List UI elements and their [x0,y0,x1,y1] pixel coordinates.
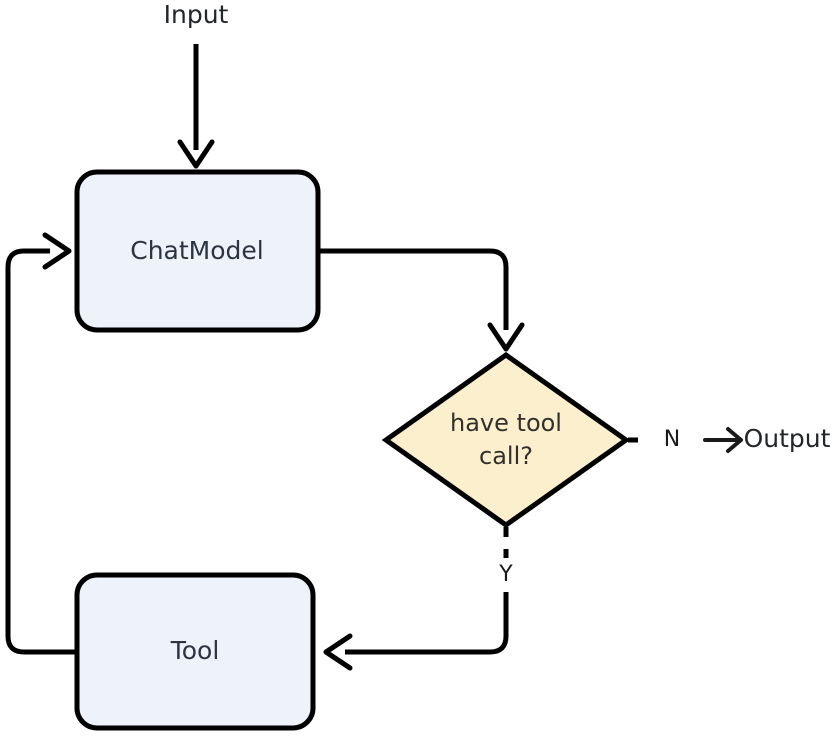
edge-tool-to-chatmodel-loop [5,232,75,655]
edge-input-to-chatmodel [177,44,215,169]
chatmodel-box[interactable] [74,169,321,333]
node-chatmodel[interactable]: ChatModel [74,169,321,333]
edge-decision-no-to-output [628,427,743,453]
node-decision[interactable]: have tool call? [381,351,631,529]
edge-line-chatmodel-decision [320,248,509,330]
arrow-head-yes-to-tool [323,633,353,671]
edge-label-yes: Y [498,562,513,587]
tool-label: Tool [170,636,220,665]
output-label: Output [744,424,831,453]
edge-line-yes-to-tool [345,592,509,655]
edge-line-loop-back [5,248,75,655]
edge-label-no: N [664,427,680,452]
arrow-head-chatmodel-decision [487,322,525,352]
tool-box[interactable] [74,572,316,731]
arrow-head-input-chatmodel [177,139,215,169]
chatmodel-label: ChatModel [130,236,263,265]
input-label: Input [164,0,229,29]
edge-decision-yes-to-tool [323,527,509,671]
node-tool[interactable]: Tool [74,572,316,731]
decision-label-line-1: have tool [450,409,562,437]
arrow-head-loop-back [42,232,72,270]
decision-label-line-2: call? [479,442,533,470]
decision-diamond[interactable] [381,351,631,529]
arrow-glyph-to-output [703,427,743,453]
edge-chatmodel-to-decision [320,248,525,352]
